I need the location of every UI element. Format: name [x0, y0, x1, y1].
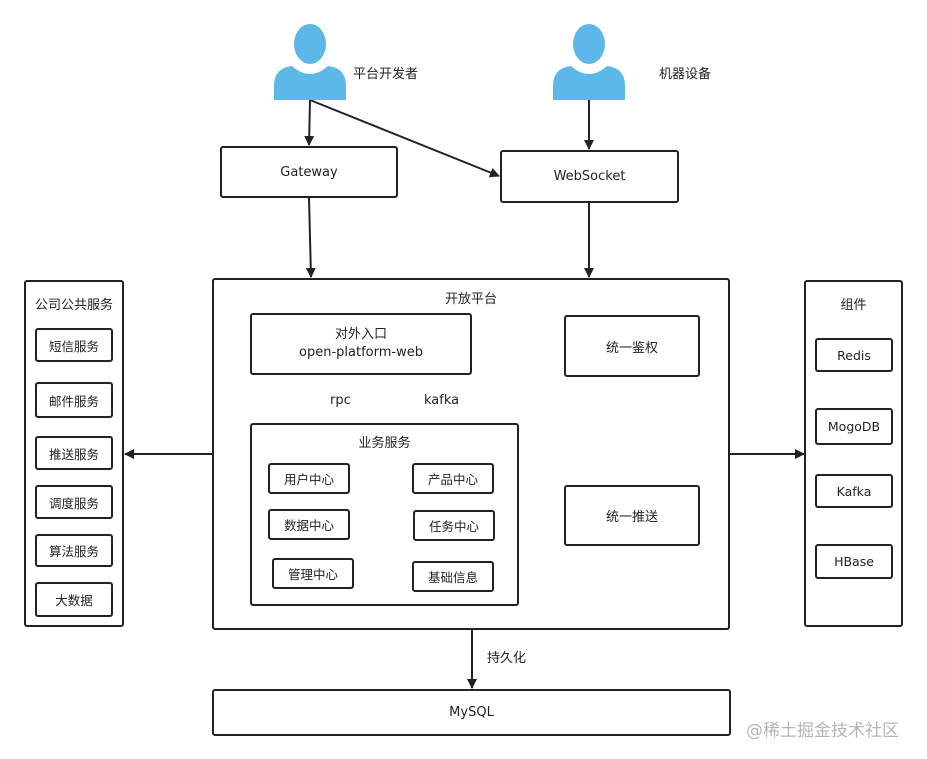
push-label: 统一推送	[605, 510, 658, 525]
auth-label: 统一鉴权	[605, 340, 658, 356]
public-service-item: 算法服务	[35, 534, 113, 567]
public-service-item: 大数据	[35, 582, 113, 617]
public-service-item: 短信服务	[35, 328, 113, 362]
data-center-label: 数据中心	[283, 518, 334, 533]
kafka-edge-label: kafka	[424, 393, 460, 408]
user-center-label: 用户中心	[283, 472, 334, 487]
product-center-label: 产品中心	[427, 472, 478, 487]
auth-node: 统一鉴权	[564, 315, 700, 377]
mysql-node: MySQL	[212, 689, 731, 736]
business-services-title: 业务服务	[358, 436, 411, 451]
component-label: Redis	[837, 347, 871, 363]
open-platform-title: 开放平台	[444, 292, 497, 307]
public-service-item: 调度服务	[35, 485, 113, 519]
component-label: MogoDB	[827, 419, 881, 434]
task-center-module: 任务中心	[413, 510, 495, 541]
public-service-label: 算法服务	[48, 544, 99, 559]
device-label: 机器设备	[659, 67, 712, 82]
arrow-gateway-to-platform	[305, 197, 316, 278]
product-center-module: 产品中心	[412, 463, 494, 494]
watermark: @稀土掘金技术社区	[746, 721, 899, 741]
component-item: Kafka	[815, 474, 893, 508]
basic-info-label: 基础信息	[427, 570, 478, 585]
manage-center-module: 管理中心	[272, 558, 354, 589]
entry-node: 对外入口 open-platform-web	[250, 313, 472, 375]
component-label: HBase	[834, 554, 874, 569]
arrow-developer-to-gateway	[304, 99, 315, 146]
entry-service-name: open-platform-web	[299, 345, 423, 360]
basic-info-module: 基础信息	[412, 561, 494, 592]
user-center-module: 用户中心	[268, 463, 350, 494]
public-service-item: 邮件服务	[35, 382, 113, 418]
component-label: Kafka	[836, 483, 872, 499]
public-services-title: 公司公共服务	[34, 298, 113, 313]
public-service-label: 调度服务	[48, 495, 99, 511]
gateway-node: Gateway	[220, 146, 398, 198]
public-service-label: 推送服务	[48, 446, 99, 462]
developer-label: 平台开发者	[353, 67, 419, 82]
component-item: MogoDB	[815, 408, 893, 445]
websocket-node: WebSocket	[500, 150, 679, 203]
public-service-label: 邮件服务	[48, 393, 99, 409]
arrow-developer-to-websocket	[309, 99, 500, 178]
mysql-label: MySQL	[449, 705, 494, 720]
rpc-edge-label: rpc	[330, 393, 351, 408]
persistence-edge-label: 持久化	[487, 651, 527, 666]
component-item: HBase	[815, 544, 893, 579]
public-service-item: 推送服务	[35, 436, 113, 470]
push-node: 统一推送	[564, 485, 700, 546]
data-center-module: 数据中心	[268, 509, 350, 540]
device-person-icon	[553, 24, 625, 100]
developer-person-icon	[274, 24, 346, 100]
public-service-label: 大数据	[55, 593, 93, 608]
entry-title: 对外入口	[334, 327, 387, 342]
task-center-label: 任务中心	[428, 519, 479, 534]
public-service-label: 短信服务	[48, 338, 99, 354]
component-item: Redis	[815, 338, 893, 372]
components-title: 组件	[840, 298, 867, 313]
websocket-label: WebSocket	[553, 169, 626, 184]
manage-center-label: 管理中心	[287, 567, 338, 582]
gateway-label: Gateway	[280, 164, 338, 180]
